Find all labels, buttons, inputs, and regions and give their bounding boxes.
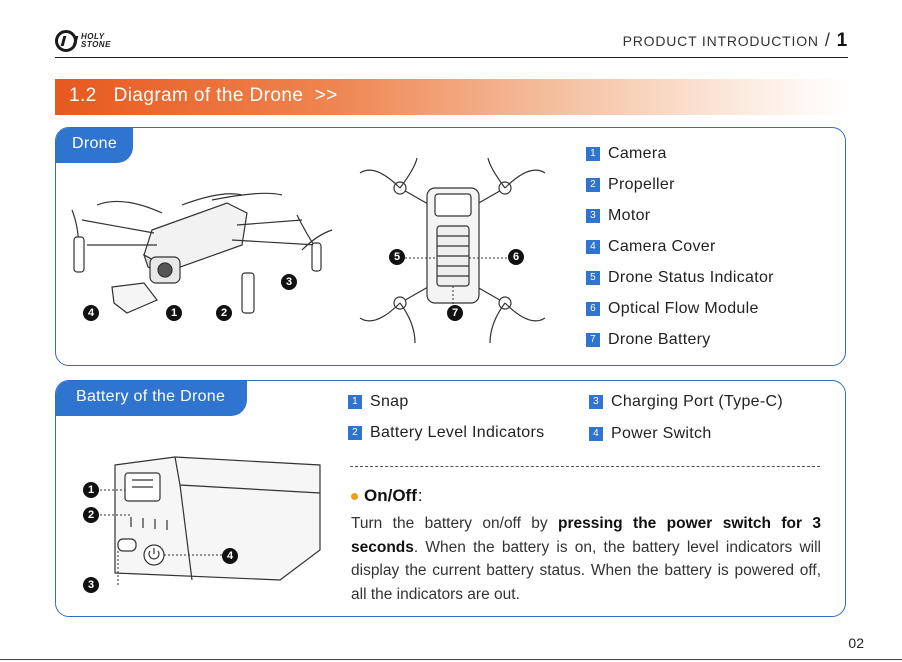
- item-label: Camera Cover: [608, 238, 716, 255]
- item-number-badge: 6: [586, 302, 600, 316]
- list-item: 7 Drone Battery: [586, 331, 711, 349]
- battery-callout-4: 4: [222, 548, 238, 564]
- item-label: Camera: [608, 145, 667, 162]
- footer-rule: [0, 659, 902, 660]
- holy-stone-logo: HOLY STONE: [55, 30, 111, 52]
- section-title: 1.2 Diagram of the Drone >>: [69, 85, 338, 106]
- footer-page-number: 02: [848, 635, 864, 651]
- drone-panel: Drone: [55, 127, 846, 366]
- item-label: Motor: [608, 207, 651, 224]
- item-number-badge: 2: [586, 178, 600, 192]
- list-item: 3 Motor: [586, 207, 650, 225]
- item-label: Propeller: [608, 176, 675, 193]
- item-number-badge: 4: [586, 240, 600, 254]
- drone-side-illustration: [71, 192, 333, 314]
- drone-callout-4: 4: [83, 305, 99, 321]
- header-separator: /: [824, 30, 831, 50]
- item-number-badge: 1: [586, 147, 600, 161]
- drone-panel-tab: Drone: [56, 128, 134, 163]
- drone-top-illustration: [359, 158, 546, 344]
- onoff-heading: On/Off:: [351, 486, 423, 506]
- item-number-badge: 3: [589, 395, 603, 409]
- item-label: Drone Battery: [608, 331, 711, 348]
- item-number-badge: 1: [348, 395, 362, 409]
- drone-callout-6: 6: [508, 249, 524, 265]
- logo-text: HOLY STONE: [81, 32, 111, 49]
- header-section: PRODUCT INTRODUCTION / 1: [623, 30, 848, 52]
- item-label: Battery Level Indicators: [370, 424, 545, 441]
- drone-callout-2: 2: [216, 305, 232, 321]
- item-number-badge: 4: [589, 427, 603, 441]
- item-number-badge: 2: [348, 426, 362, 440]
- list-item: 1 Snap: [348, 393, 409, 411]
- item-label: Drone Status Indicator: [608, 269, 774, 286]
- header-page-number: 1: [836, 30, 848, 51]
- item-number-badge: 3: [586, 209, 600, 223]
- item-number-badge: 7: [586, 333, 600, 347]
- drone-callout-1: 1: [166, 305, 182, 321]
- item-label: Power Switch: [611, 425, 712, 442]
- list-item: 3 Charging Port (Type-C): [589, 393, 783, 411]
- drone-callout-3: 3: [281, 274, 297, 290]
- drone-callout-5: 5: [389, 249, 405, 265]
- list-item: 2 Battery Level Indicators: [348, 424, 544, 442]
- list-item: 5 Drone Status Indicator: [586, 269, 774, 287]
- list-item: 2 Propeller: [586, 176, 675, 194]
- list-item: 4 Camera Cover: [586, 238, 716, 256]
- item-label: Charging Port (Type-C): [611, 393, 783, 410]
- onoff-instructions: Turn the battery on/off by pressing the …: [351, 515, 821, 603]
- logo-mark-icon: [55, 30, 77, 52]
- battery-panel-tab: Battery of the Drone: [56, 381, 248, 416]
- list-item: 4 Power Switch: [589, 425, 712, 443]
- item-label: Snap: [370, 393, 409, 410]
- battery-callout-3: 3: [83, 577, 99, 593]
- section-title-bar: 1.2 Diagram of the Drone >>: [55, 79, 848, 115]
- dashed-divider: [350, 466, 820, 467]
- header-section-label: PRODUCT INTRODUCTION: [622, 33, 819, 49]
- list-item: 6 Optical Flow Module: [586, 300, 759, 318]
- page-header: HOLY STONE PRODUCT INTRODUCTION / 1: [55, 24, 848, 58]
- battery-illustration: [100, 456, 321, 585]
- list-item: 1 Camera: [586, 145, 667, 163]
- battery-callout-2: 2: [83, 507, 99, 523]
- battery-callout-1: 1: [83, 482, 99, 498]
- bullet-dot-icon: [351, 492, 358, 500]
- item-number-badge: 5: [586, 271, 600, 285]
- onoff-colon: :: [417, 486, 423, 505]
- drone-callout-7: 7: [447, 305, 463, 321]
- battery-panel: Battery of the Drone: [55, 380, 846, 617]
- onoff-bold-instruction: pressing the power switch for 3 seconds: [351, 515, 821, 556]
- item-label: Optical Flow Module: [608, 300, 759, 317]
- onoff-title: On/Off: [364, 486, 417, 505]
